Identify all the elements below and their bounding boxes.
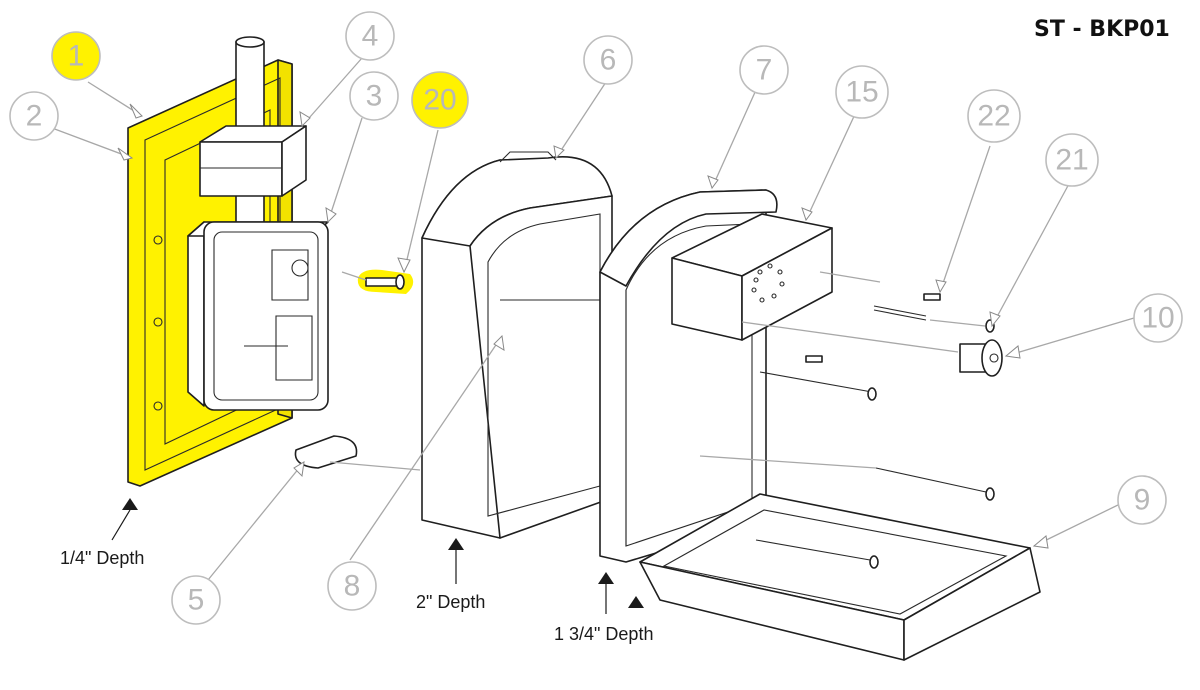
depth-label-two: 2" Depth (416, 592, 485, 612)
callout-c21: 21 (1045, 133, 1099, 187)
callout-bubble-4 (345, 11, 395, 61)
part-grommet (959, 339, 1003, 377)
frame-top (599, 189, 778, 287)
screw-body (365, 277, 399, 287)
clamp-front (199, 141, 283, 197)
callout-c6: 6 (583, 35, 633, 85)
depth-marker-two: 2" Depth (416, 538, 485, 612)
back-plate-hole-1 (153, 235, 163, 245)
screw-21-head-3 (985, 487, 995, 501)
screw-21-head-4 (869, 555, 879, 569)
part-screw-20 (357, 269, 414, 294)
callout-label-8: 8 (344, 570, 361, 603)
long-screw-2 (759, 371, 873, 393)
tray-inner (662, 509, 1008, 615)
part-electrical-box (187, 221, 329, 411)
depth-marker-one-three-quarter: 1 3/4" Depth (554, 572, 653, 644)
screw-21-head-2 (867, 387, 877, 401)
callout-bubble-9 (1117, 475, 1167, 525)
ebox-left (187, 221, 205, 407)
callout-bubble-1 (51, 31, 101, 81)
callout-label-7: 7 (756, 54, 773, 87)
callout-label-1: 1 (68, 40, 85, 73)
clamp-side (281, 125, 307, 197)
short-screw-22a (923, 293, 941, 301)
callout-label-6: 6 (600, 44, 617, 77)
callout-bubble-8 (327, 561, 377, 611)
part-cap (294, 435, 358, 469)
assembly-guides (329, 271, 986, 471)
callout-bubble-7 (739, 45, 789, 95)
callout-bubble-2 (9, 91, 59, 141)
callout-c7: 7 (739, 45, 789, 95)
screw-head (395, 274, 405, 290)
callout-label-22: 22 (977, 100, 1010, 133)
module-side (741, 227, 833, 341)
long-screw-4 (755, 539, 871, 561)
callout-bubble-15 (835, 65, 889, 119)
callout-bubble-21 (1045, 133, 1099, 187)
short-screw-22b (805, 355, 823, 363)
depth-arrow-left (598, 572, 614, 584)
depth-marker-quarter: 1/4" Depth (60, 498, 144, 568)
callout-c20: 20 (411, 71, 469, 129)
callout-leaders (51, 57, 1135, 581)
drawing-title: ST - BKP01 (1034, 17, 1170, 42)
callout-label-20: 20 (423, 84, 456, 117)
callout-c2: 2 (9, 91, 59, 141)
ebox-knock (291, 259, 309, 277)
callout-c9: 9 (1117, 475, 1167, 525)
callout-c4: 4 (345, 11, 395, 61)
part-pipe-clamp (199, 36, 307, 253)
callout-c5: 5 (171, 575, 221, 625)
callout-c22: 22 (967, 89, 1021, 143)
callout-label-10: 10 (1141, 302, 1174, 335)
callout-c10: 10 (1133, 293, 1183, 343)
callout-c3: 3 (349, 71, 399, 121)
callout-label-15: 15 (845, 76, 878, 109)
callout-c15: 15 (835, 65, 889, 119)
part-tray (639, 493, 1041, 661)
callout-bubble-6 (583, 35, 633, 85)
depth-label-quarter: 1/4" Depth (60, 548, 144, 568)
callout-label-5: 5 (188, 584, 205, 617)
callout-bubble-3 (349, 71, 399, 121)
callout-label-9: 9 (1134, 484, 1151, 517)
callout-arrowheads (117, 103, 1049, 549)
callout-bubble-10 (1133, 293, 1183, 343)
callout-bubble-20 (411, 71, 469, 129)
back-plate-hole-2 (153, 317, 163, 327)
depth-arrow-quarter (122, 498, 138, 510)
depth-label-one-three-quarter: 1 3/4" Depth (554, 624, 653, 644)
callout-label-3: 3 (366, 80, 383, 113)
long-screw-1b (873, 309, 927, 321)
callout-label-2: 2 (26, 100, 43, 133)
long-screw-1 (873, 305, 927, 317)
callout-bubble-22 (967, 89, 1021, 143)
module-vent-ring (751, 263, 785, 303)
callout-c1: 1 (51, 31, 101, 81)
depth-arrow-two (448, 538, 464, 550)
housing-notch (499, 151, 557, 163)
long-screw-3 (875, 467, 987, 493)
part-housing-2in (421, 151, 613, 539)
back-plate-hole-3 (153, 401, 163, 411)
part-control-module (671, 213, 833, 341)
callout-label-21: 21 (1055, 144, 1088, 177)
grommet-hole (989, 353, 999, 363)
pipe-top (235, 36, 265, 48)
ebox-plate (213, 231, 319, 401)
tray-right (903, 547, 1041, 661)
callout-c8: 8 (327, 561, 377, 611)
ebox-front (203, 221, 329, 411)
grommet-flange (981, 339, 1003, 377)
cap (294, 435, 358, 469)
depth-arrow-right (628, 596, 644, 608)
ebox-mech-1 (271, 249, 313, 381)
callout-label-4: 4 (362, 20, 379, 53)
callout-bubble-5 (171, 575, 221, 625)
